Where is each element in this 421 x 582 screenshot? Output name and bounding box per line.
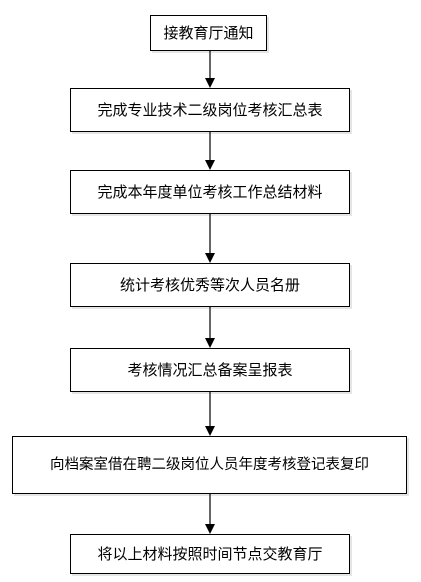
- step-level2-summary-table: 完成专业技术二级岗位考核汇总表: [70, 88, 350, 132]
- step-label: 将以上材料按照时间节点交教育厅: [97, 544, 323, 563]
- step-submit-materials: 将以上材料按照时间节点交教育厅: [70, 534, 350, 574]
- arrowhead-4-5: [205, 338, 215, 348]
- step-label: 考核情况汇总备案呈报表: [127, 360, 293, 379]
- step-filing-report: 考核情况汇总备案呈报表: [70, 348, 350, 392]
- arrowhead-5-6: [205, 426, 215, 436]
- step-receive-notice: 接教育厅通知: [150, 15, 267, 51]
- step-label: 向档案室借在聘二级岗位人员年度考核登记表复印: [50, 456, 369, 473]
- step-label: 统计考核优秀等次人员名册: [119, 275, 300, 294]
- arrowhead-3-4: [205, 253, 215, 263]
- step-label: 接教育厅通知: [163, 23, 254, 42]
- step-annual-work-summary: 完成本年度单位考核工作总结材料: [70, 170, 350, 214]
- arrowhead-1-2: [205, 78, 215, 88]
- arrowhead-2-3: [205, 160, 215, 170]
- arrowhead-6-7: [205, 524, 215, 534]
- step-label: 完成专业技术二级岗位考核汇总表: [97, 100, 323, 119]
- step-label: 完成本年度单位考核工作总结材料: [97, 182, 323, 201]
- step-archive-copy: 向档案室借在聘二级岗位人员年度考核登记表复印: [12, 436, 407, 494]
- step-excellent-roster: 统计考核优秀等次人员名册: [70, 263, 350, 307]
